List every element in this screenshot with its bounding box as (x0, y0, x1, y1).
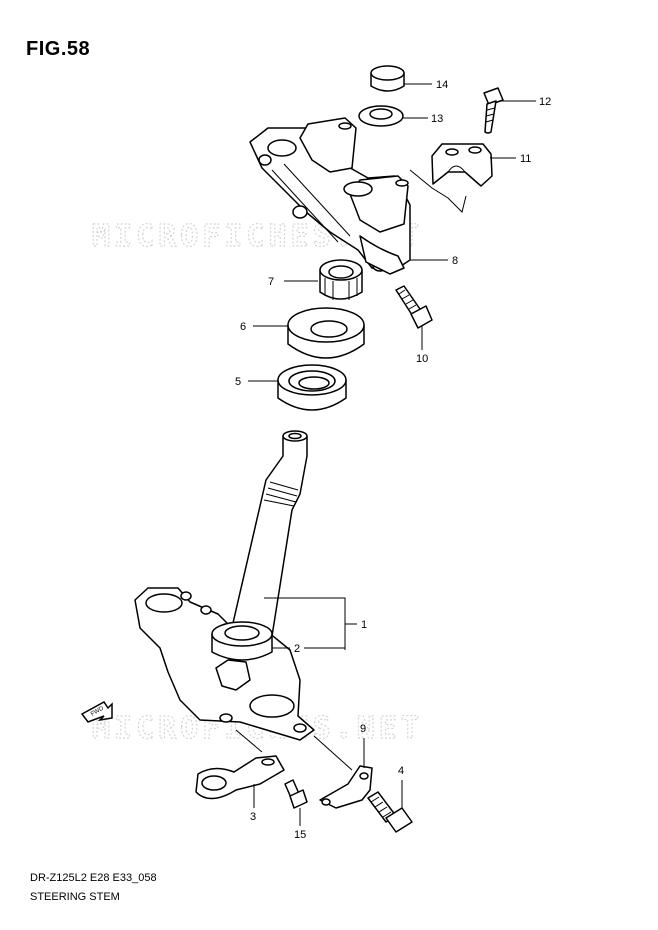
callout-label-8: 8 (452, 255, 458, 267)
part-13-washer (358, 105, 404, 127)
callout-label-15: 15 (294, 829, 306, 841)
callout-label-3: 3 (250, 811, 256, 823)
part-6-dust-seal (287, 307, 365, 359)
callout-9: 9 (360, 723, 366, 768)
callout-1: 1 (264, 597, 367, 650)
figure-title: FIG.58 (26, 38, 91, 60)
callout-label-13: 13 (431, 113, 443, 125)
part-15-bolt (284, 779, 308, 809)
callout-14: 14 (404, 79, 448, 91)
part-11-handlebar-holder (431, 143, 493, 187)
callout-label-2: 2 (294, 643, 300, 655)
callout-5: 5 (235, 376, 278, 388)
figure-code: DR-Z125L2 E28 E33_058 (30, 872, 157, 884)
callout-11: 11 (490, 153, 531, 165)
part-4-bolt (367, 791, 413, 833)
callout-4: 4 (398, 765, 404, 808)
callout-label-1: 1 (361, 619, 367, 631)
connector-lines (235, 729, 353, 771)
callout-3: 3 (250, 784, 256, 823)
callout-12: 12 (500, 96, 551, 108)
callout-8: 8 (410, 255, 458, 267)
callout-10: 10 (416, 326, 428, 365)
callout-2: 2 (272, 643, 345, 655)
figure-caption: STEERING STEM (30, 891, 120, 903)
part-5-bearing (277, 364, 347, 411)
leader-zigzag-11 (409, 169, 467, 213)
part-2-lower-bearing (211, 621, 273, 661)
part-10-bolt (395, 285, 433, 329)
callout-label-14: 14 (436, 79, 448, 91)
callout-label-9: 9 (360, 723, 366, 735)
callout-label-5: 5 (235, 376, 241, 388)
part-3-clamp (195, 755, 285, 800)
fwd-arrow-icon: FWD (80, 701, 113, 723)
callout-15: 15 (294, 808, 306, 841)
part-1-steering-stem (134, 430, 315, 741)
callout-label-10: 10 (416, 353, 428, 365)
part-9-bracket (319, 765, 373, 809)
callout-label-11: 11 (520, 153, 531, 165)
part-7-nut (319, 259, 363, 300)
callout-6: 6 (240, 321, 288, 333)
callout-7: 7 (268, 276, 318, 288)
part-14-cap (370, 65, 405, 92)
part-12-bolt (483, 87, 504, 134)
callout-label-7: 7 (268, 276, 274, 288)
callout-label-12: 12 (539, 96, 551, 108)
callout-label-4: 4 (398, 765, 404, 777)
callout-13: 13 (403, 113, 443, 125)
part-8-upper-bracket (249, 117, 411, 275)
callout-label-6: 6 (240, 321, 246, 333)
